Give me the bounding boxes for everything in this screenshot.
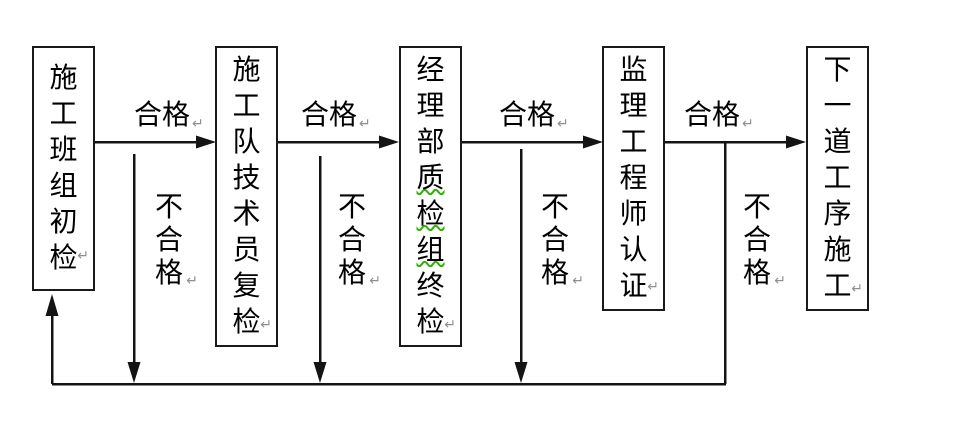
line-break-mark: ↵ bbox=[557, 116, 569, 132]
line-break-mark: ↵ bbox=[742, 116, 754, 132]
line-break-mark: ↵ bbox=[444, 317, 456, 333]
fail-label-1: 不合格 ↵ bbox=[154, 191, 198, 290]
fail-label-text: 不合格 bbox=[540, 192, 569, 289]
arrowhead-right-2 bbox=[379, 135, 399, 149]
box-next-process-construction: 下一道工序施工 ↵ bbox=[806, 46, 869, 311]
arrowhead-down-2 bbox=[313, 362, 327, 383]
fail-label-text: 不合格 bbox=[154, 192, 183, 289]
fail-label-text: 不合格 bbox=[337, 192, 366, 289]
box-supervision-engineer-certification: 监理工程师认证 ↵ bbox=[602, 46, 665, 311]
arrowhead-right-1 bbox=[196, 135, 216, 149]
line-break-mark: ↵ bbox=[192, 116, 204, 132]
line-break-mark: ↵ bbox=[186, 273, 198, 289]
line-break-mark: ↵ bbox=[260, 317, 272, 333]
box-text-post: 终检 bbox=[416, 270, 445, 338]
fail-label-text: 不合格 bbox=[742, 192, 771, 289]
box-text: 下一道工序施工 bbox=[823, 54, 852, 302]
box-manager-dept-qc-final-check: 经理部质检组终检 ↵ bbox=[399, 46, 462, 347]
line-break-mark: ↵ bbox=[359, 116, 371, 132]
box-text: 施工队技术员复检 bbox=[232, 54, 261, 338]
arrowhead-down-3 bbox=[514, 362, 528, 383]
box-text-pre: 经理部 bbox=[416, 54, 445, 158]
fail-label-4: 不合格 ↵ bbox=[742, 191, 786, 290]
fail-label-2: 不合格 ↵ bbox=[337, 191, 381, 290]
line-break-mark: ↵ bbox=[851, 281, 863, 297]
pass-label-text: 合格 bbox=[301, 100, 358, 131]
fail-label-3: 不合格 ↵ bbox=[540, 191, 584, 290]
pass-label-text: 合格 bbox=[684, 100, 741, 131]
spellcheck-underlined-text: 质检组 bbox=[416, 162, 445, 266]
pass-label-1: 合格↵ bbox=[134, 100, 204, 132]
arrowhead-right-3 bbox=[583, 135, 603, 149]
pass-label-3: 合格↵ bbox=[499, 100, 569, 132]
arrowhead-right-4 bbox=[786, 135, 806, 149]
pass-label-4: 合格↵ bbox=[684, 100, 754, 132]
arrowhead-down-1 bbox=[127, 362, 141, 383]
box-text: 监理工程师认证 bbox=[619, 54, 648, 302]
line-break-mark: ↵ bbox=[774, 273, 786, 289]
box-text: 经理部质检组终检 bbox=[416, 53, 446, 341]
pass-label-text: 合格 bbox=[499, 100, 556, 131]
line-break-mark: ↵ bbox=[572, 273, 584, 289]
pass-label-2: 合格↵ bbox=[301, 100, 371, 132]
line-break-mark: ↵ bbox=[647, 279, 659, 295]
box-construction-team-initial-check: 施工班组初检 ↵ bbox=[32, 46, 95, 291]
line-break-mark: ↵ bbox=[77, 248, 89, 264]
arrowhead-up-1 bbox=[45, 294, 59, 316]
pass-label-text: 合格 bbox=[134, 100, 191, 131]
box-text: 施工班组初检 bbox=[49, 62, 78, 274]
line-break-mark: ↵ bbox=[369, 273, 381, 289]
box-crew-technician-recheck: 施工队技术员复检 ↵ bbox=[215, 46, 278, 347]
